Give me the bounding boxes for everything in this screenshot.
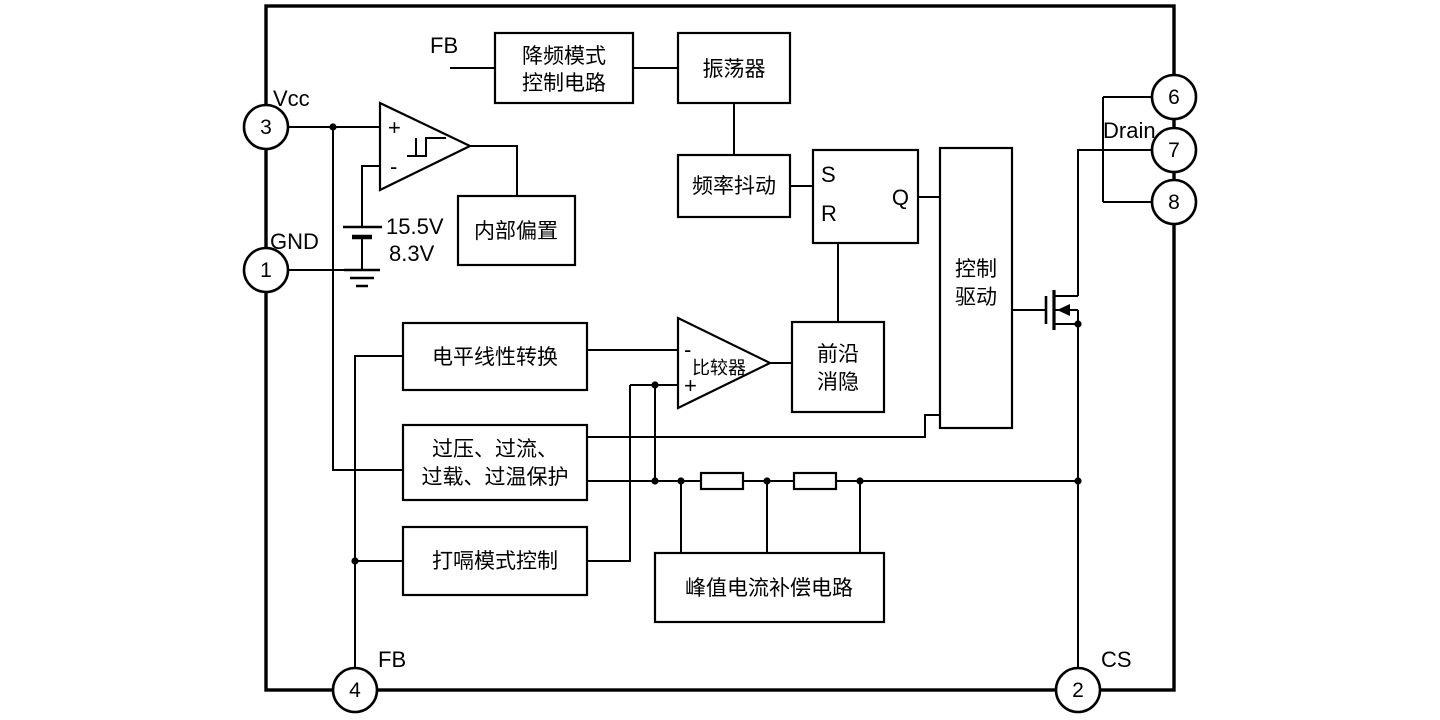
pin-6-drain: 6 bbox=[1150, 73, 1198, 121]
uvlo-comparator: + - bbox=[378, 101, 473, 192]
protection-line1: 过压、过流、 bbox=[432, 438, 558, 461]
pin-3-vcc: 3 Vcc bbox=[242, 86, 310, 151]
protection-to-driver bbox=[587, 414, 940, 438]
pin-1-gnd: 1 GND bbox=[242, 229, 319, 294]
freq-mode-line2: 控制电路 bbox=[522, 72, 606, 95]
mosfet-arrow-icon bbox=[1057, 304, 1070, 316]
bias-label: 内部偏置 bbox=[474, 220, 558, 243]
level-label: 电平线性转换 bbox=[432, 346, 558, 369]
power-mosfet bbox=[1044, 290, 1078, 330]
pin-2-number: 2 bbox=[1072, 679, 1084, 702]
comparator-plus-sign: + bbox=[684, 373, 697, 398]
pin-8-number: 8 bbox=[1168, 191, 1180, 214]
block-oscillator: 振荡器 bbox=[676, 31, 792, 105]
driver-line1: 控制 bbox=[955, 258, 997, 281]
pin-6-number: 6 bbox=[1168, 86, 1180, 109]
block-level-shift: 电平线性转换 bbox=[401, 321, 589, 392]
blanking-line2: 消隐 bbox=[817, 371, 859, 394]
hiccup-wire bbox=[587, 385, 631, 562]
comparator-minus-sign: - bbox=[684, 337, 691, 362]
drain-pin-bracket bbox=[1102, 96, 1152, 203]
sense-resistor-2 bbox=[792, 471, 838, 491]
block-internal-bias: 内部偏置 bbox=[456, 194, 577, 267]
pwm-comparator: - + 比较器 bbox=[676, 316, 773, 410]
pin-4-label: FB bbox=[378, 647, 406, 672]
pin-3-number: 3 bbox=[260, 116, 272, 139]
block-leading-edge-blanking: 前沿 消隐 bbox=[790, 320, 886, 414]
pin-7-number: 7 bbox=[1168, 139, 1180, 162]
opamp-minus-sign: - bbox=[390, 154, 397, 179]
opamp-minus-wire bbox=[361, 165, 380, 227]
ground-icon bbox=[344, 268, 380, 288]
pin-7-drain: 7 Drain bbox=[1103, 118, 1198, 174]
comparator-label: 比较器 bbox=[692, 358, 746, 378]
latch-r-label: R bbox=[821, 201, 837, 226]
pin-2-cs: 2 CS bbox=[1054, 647, 1132, 714]
pin-1-label: GND bbox=[270, 229, 319, 254]
sense-resistor-1 bbox=[699, 471, 745, 491]
opamp-out-to-bias bbox=[470, 145, 518, 196]
hysteresis-icon bbox=[407, 137, 446, 157]
wires bbox=[288, 67, 1152, 668]
fb-net-label: FB bbox=[430, 33, 458, 58]
drain-wire bbox=[1077, 149, 1103, 296]
block-sr-latch: S R Q bbox=[811, 148, 920, 245]
driver-line2: 驱动 bbox=[955, 286, 997, 309]
pin-2-label: CS bbox=[1101, 647, 1132, 672]
block-hiccup-mode: 打嗝模式控制 bbox=[401, 525, 589, 597]
opamp-plus-sign: + bbox=[388, 115, 401, 140]
pin-4-number: 4 bbox=[349, 679, 361, 702]
block-frequency-jitter: 频率抖动 bbox=[676, 153, 792, 219]
drain-label: Drain bbox=[1103, 118, 1156, 143]
protection-line2: 过载、过温保护 bbox=[422, 466, 569, 489]
freq-mode-line1: 降频模式 bbox=[522, 45, 606, 68]
vcc-branch-to-protection bbox=[332, 127, 403, 471]
block-freq-mode-control: 降频模式 控制电路 bbox=[493, 31, 635, 105]
reference-battery: 15.5V 8.3V bbox=[343, 214, 444, 288]
oscillator-label: 振荡器 bbox=[703, 58, 766, 81]
block-control-driver: 控制 驱动 bbox=[938, 146, 1014, 430]
pin-8-drain: 8 bbox=[1150, 178, 1198, 226]
jitter-label: 频率抖动 bbox=[692, 175, 776, 198]
latch-s-label: S bbox=[821, 162, 836, 187]
blanking-line1: 前沿 bbox=[817, 343, 859, 366]
uvlo-off-voltage: 8.3V bbox=[389, 241, 435, 266]
uvlo-on-voltage: 15.5V bbox=[386, 214, 444, 239]
pin-1-number: 1 bbox=[260, 259, 272, 282]
pin-3-label: Vcc bbox=[273, 86, 310, 111]
latch-q-label: Q bbox=[892, 185, 909, 210]
block-peak-current-compensation: 峰值电流补偿电路 bbox=[653, 551, 886, 624]
junction-dots bbox=[329, 123, 1082, 565]
block-protection: 过压、过流、 过载、过温保护 bbox=[401, 423, 589, 502]
pin-4-fb: 4 FB bbox=[331, 647, 406, 714]
hiccup-label: 打嗝模式控制 bbox=[432, 550, 558, 573]
peak-label: 峰值电流补偿电路 bbox=[685, 577, 853, 600]
comparator-triangle bbox=[676, 316, 773, 410]
